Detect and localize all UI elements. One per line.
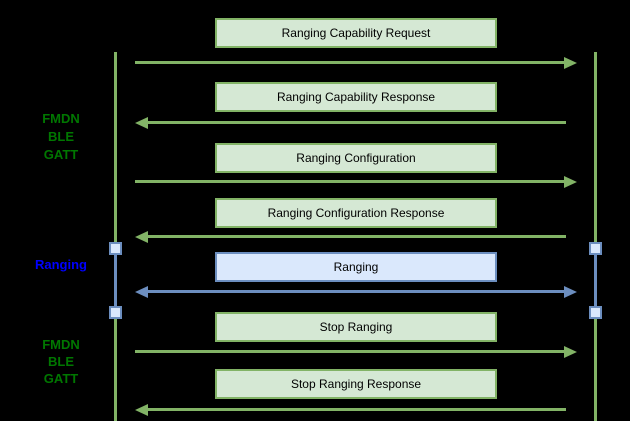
message-label: Ranging Capability Request (281, 26, 431, 40)
arrowhead-right-icon (564, 57, 577, 69)
arrow-shaft (135, 61, 566, 64)
message-label: Stop Ranging Response (290, 377, 422, 391)
message-label: Ranging Configuration (296, 151, 416, 165)
phase-label-fmdn-ble-gatt-top: FMDN BLE GATT (5, 110, 117, 164)
arrow-shaft (146, 408, 566, 411)
phase-label-line: Ranging (35, 257, 87, 272)
ranging-activation-bar-left (114, 248, 117, 312)
arrow-shaft (146, 290, 566, 293)
arrowhead-left-icon (135, 231, 148, 243)
arrow-shaft (135, 180, 566, 183)
phase-label-line: BLE (48, 354, 74, 369)
lifeline-left (114, 52, 117, 421)
ranging-activation-bar-right (594, 248, 597, 312)
activation-node (109, 242, 122, 255)
arrow-shaft (146, 235, 566, 238)
message-arrow-ranging-configuration (135, 176, 577, 188)
arrowhead-left-icon (135, 404, 148, 416)
arrowhead-right-icon (564, 286, 577, 298)
message-box-ranging-configuration: Ranging Configuration (215, 143, 497, 173)
phase-label-line: FMDN (42, 337, 80, 352)
message-box-ranging-capability-request: Ranging Capability Request (215, 18, 497, 48)
message-arrow-stop-ranging (135, 346, 577, 358)
phase-label-ranging: Ranging (5, 257, 117, 273)
phase-label-line: GATT (43, 147, 79, 162)
phase-label-line: GATT (43, 371, 79, 386)
message-label: Stop Ranging (319, 320, 393, 334)
lifeline-right (594, 52, 597, 421)
message-label: Ranging Configuration Response (267, 206, 445, 220)
phase-label-fmdn-ble-gatt-bottom: FMDN BLE GATT (5, 336, 117, 387)
arrow-shaft (135, 350, 566, 353)
phase-label-line: BLE (48, 129, 74, 144)
activation-node (589, 306, 602, 319)
message-arrow-ranging (135, 286, 577, 298)
message-label: Ranging Capability Response (276, 90, 436, 104)
activation-node (109, 306, 122, 319)
message-box-ranging-configuration-response: Ranging Configuration Response (215, 198, 497, 228)
message-arrow-ranging-capability-response (135, 117, 566, 129)
arrowhead-right-icon (564, 176, 577, 188)
message-box-ranging: Ranging (215, 252, 497, 282)
message-arrow-ranging-capability-request (135, 57, 577, 69)
arrowhead-left-icon (135, 286, 148, 298)
message-box-stop-ranging-response: Stop Ranging Response (215, 369, 497, 399)
message-label: Ranging (333, 260, 379, 274)
message-box-ranging-capability-response: Ranging Capability Response (215, 82, 497, 112)
arrowhead-right-icon (564, 346, 577, 358)
message-box-stop-ranging: Stop Ranging (215, 312, 497, 342)
activation-node (589, 242, 602, 255)
message-arrow-ranging-configuration-response (135, 231, 566, 243)
arrow-shaft (146, 121, 566, 124)
arrowhead-left-icon (135, 117, 148, 129)
message-arrow-stop-ranging-response (135, 404, 566, 416)
phase-label-line: FMDN (42, 111, 80, 126)
